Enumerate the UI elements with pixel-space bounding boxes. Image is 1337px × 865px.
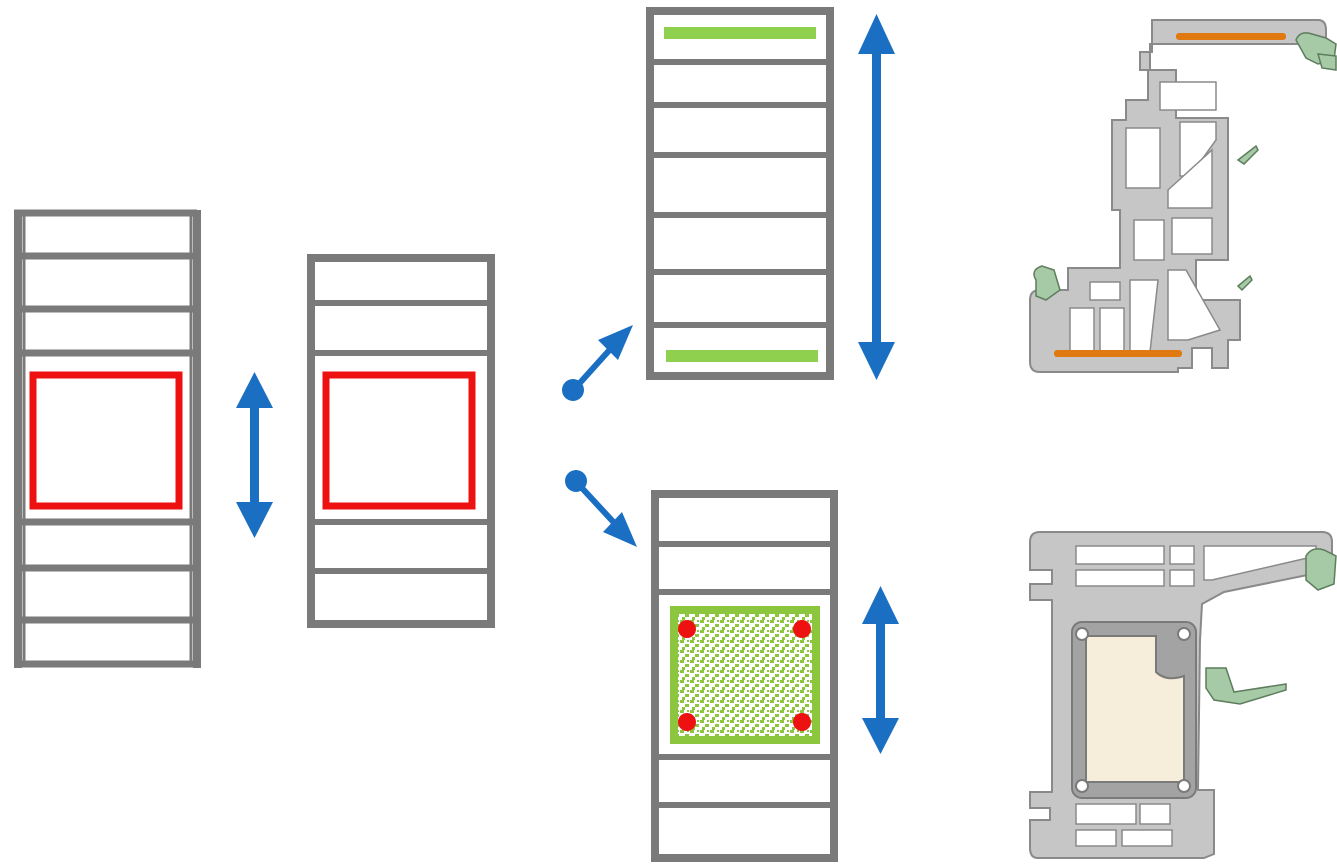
branch-arrow-icon	[562, 325, 637, 547]
orange-tape-bottom	[1054, 350, 1182, 357]
profile-c-tape	[646, 7, 834, 380]
profile-d-outline	[651, 490, 838, 862]
double-arrow-icon	[858, 14, 895, 380]
profile-b-walls	[311, 300, 491, 574]
insert-wire-dots	[678, 620, 811, 731]
steel-reinforcement-b	[322, 371, 476, 510]
cross-section-insert	[1029, 531, 1337, 859]
section-2-gaskets	[1205, 548, 1337, 705]
profile-b-reinforced	[307, 254, 495, 628]
section-2-chambers	[1075, 545, 1317, 847]
composite-core	[1085, 635, 1185, 783]
steel-reinforcement-a	[29, 371, 183, 510]
orange-tape-top	[1176, 33, 1286, 40]
section-1-chambers	[1069, 81, 1222, 353]
profile-c-walls	[650, 59, 830, 328]
section-2-corner-holes	[1075, 627, 1191, 793]
green-strip-bottom	[666, 350, 818, 362]
profile-d-walls	[655, 541, 834, 808]
double-arrow-icon	[862, 586, 899, 754]
profile-b-outline	[307, 254, 495, 628]
profile-d-insert	[651, 490, 838, 862]
profile-a-walls	[14, 209, 197, 668]
section-1-gaskets	[1033, 32, 1337, 301]
profile-c-outline	[646, 7, 834, 380]
green-strip-top	[664, 27, 816, 39]
profile-a-reinforced	[14, 209, 201, 668]
double-arrow-icon	[236, 372, 273, 538]
composite-insert	[670, 606, 820, 744]
cross-section-tape	[1029, 19, 1337, 373]
